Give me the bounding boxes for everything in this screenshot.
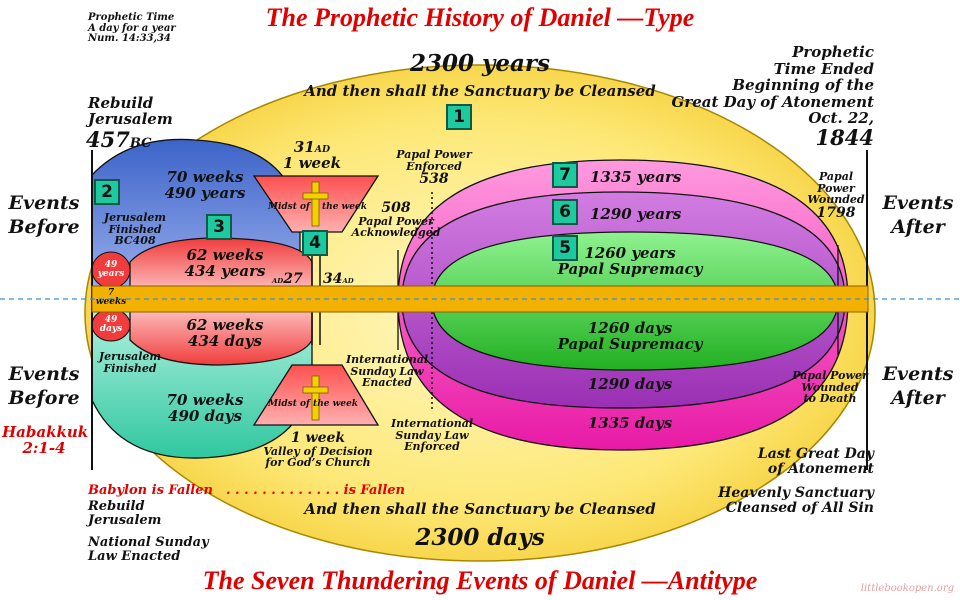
midst-of-upper-a: Midst of — [268, 202, 310, 212]
years-1290: 1290 years — [590, 205, 682, 223]
cross-lower-v — [311, 375, 320, 421]
ad34-label: 34AD — [323, 271, 354, 287]
year-1844: 1844 — [815, 125, 874, 150]
watermark: littlebookopen.org — [860, 583, 954, 594]
bottom-arc-main: 2300 days — [415, 524, 545, 551]
top-arc-sub: And then shall the Sanctuary be Cleansed — [304, 82, 656, 100]
event-number-3: 3 — [206, 214, 232, 240]
ad31-one-week: 31AD 1 week — [282, 138, 342, 172]
cross-lower-h — [302, 386, 329, 394]
header-note-line-1: Prophetic Time — [88, 12, 175, 23]
days-1290: 1290 days — [587, 375, 673, 393]
event-number-4: 4 — [302, 230, 328, 256]
event-number-6: 6 — [552, 199, 578, 225]
babylon-is-fallen: Babylon is Fallen — [88, 483, 213, 498]
event-number-7: 7 — [552, 162, 578, 188]
event-number-5: 5 — [552, 235, 578, 261]
midst-of-upper-b: the week — [322, 202, 367, 212]
title-bottom: The Seven Thundering Events of Daniel —A… — [202, 566, 758, 595]
event-number-2: 2 — [94, 179, 120, 205]
is-fallen-dots: . . . . . . . . . . . . . is Fallen — [226, 483, 405, 498]
event-number-1: 1 — [446, 104, 472, 130]
cross-upper-h — [302, 192, 329, 200]
header-note-line-2: A day for a year — [88, 22, 176, 34]
header-note: Prophetic Time A day for a year Num. 14:… — [88, 12, 176, 45]
cross-upper-v — [311, 181, 320, 227]
years-1335: 1335 years — [590, 168, 682, 186]
ad27-label: AD27 — [272, 271, 303, 287]
header-note-line-3: Num. 14:33,34 — [88, 33, 171, 44]
days-1335: 1335 days — [587, 414, 673, 432]
midst-of-week-lower: Midst of the week — [268, 399, 359, 409]
title-top: The Prophetic History of Daniel —Type — [265, 3, 695, 32]
top-arc-main: 2300 years — [410, 50, 550, 77]
jerusalem-line: Jerusalem — [88, 109, 173, 128]
bottom-arc-sub: And then shall the Sanctuary be Cleansed — [304, 500, 656, 518]
year-457bc: 457BC — [86, 127, 152, 152]
red-oval-lower — [129, 299, 313, 366]
rebuild-jerusalem-label: Rebuild Jerusalem — [88, 94, 173, 128]
prophetic-time-ended: Prophetic Time Ended Beginning of the Gr… — [671, 43, 874, 127]
rebuild-line: Rebuild — [88, 94, 154, 112]
